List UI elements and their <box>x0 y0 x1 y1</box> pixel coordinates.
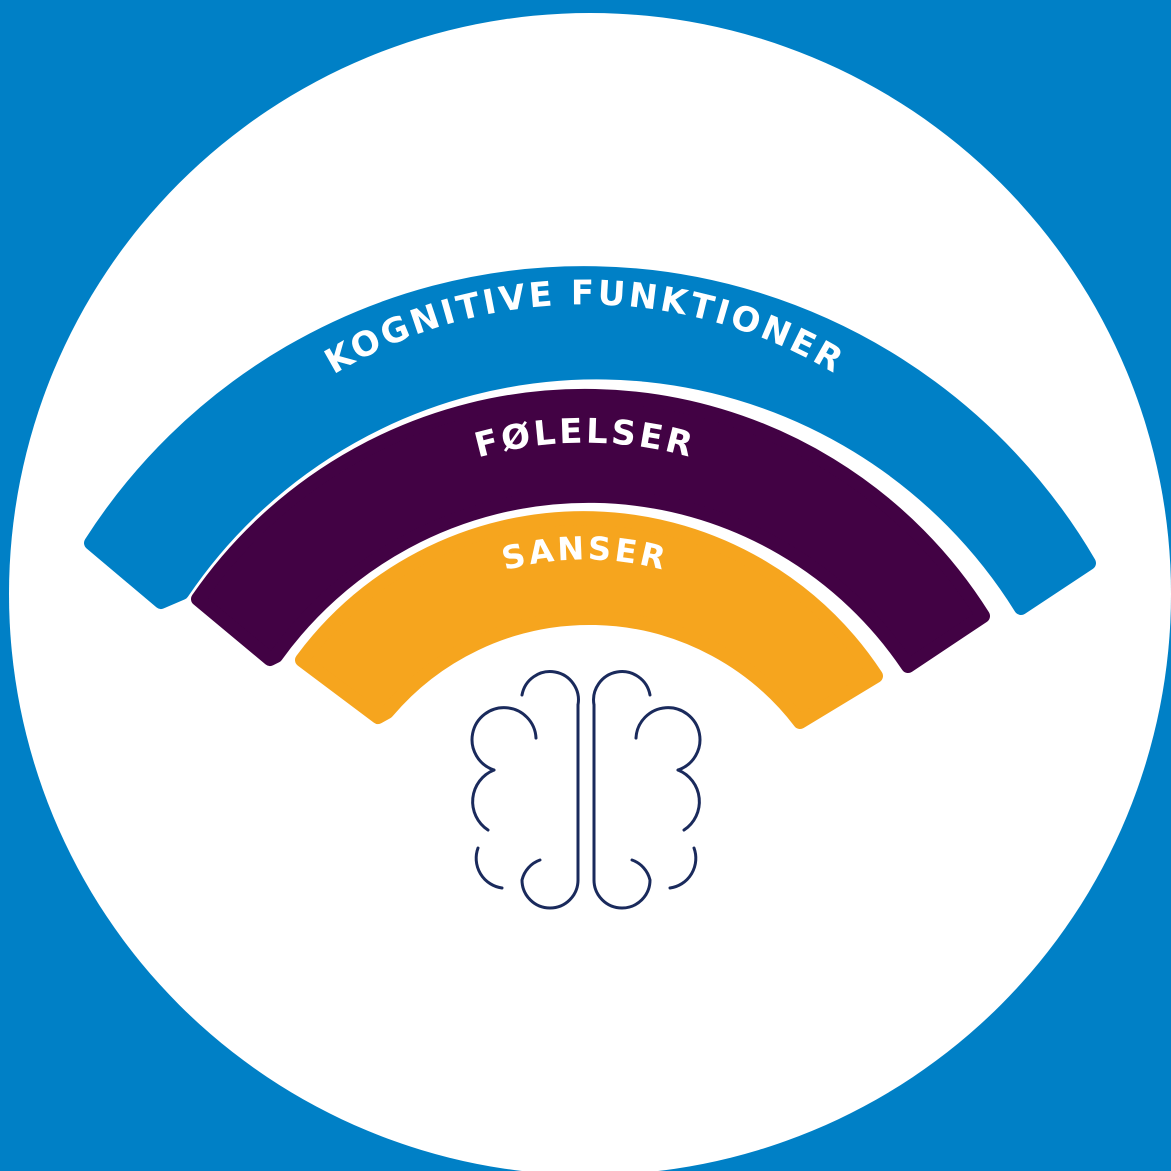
band-cognitive-functions <box>84 266 1096 615</box>
band-emotions <box>191 388 990 673</box>
band-senses <box>295 511 883 729</box>
brain-icon <box>470 670 702 910</box>
